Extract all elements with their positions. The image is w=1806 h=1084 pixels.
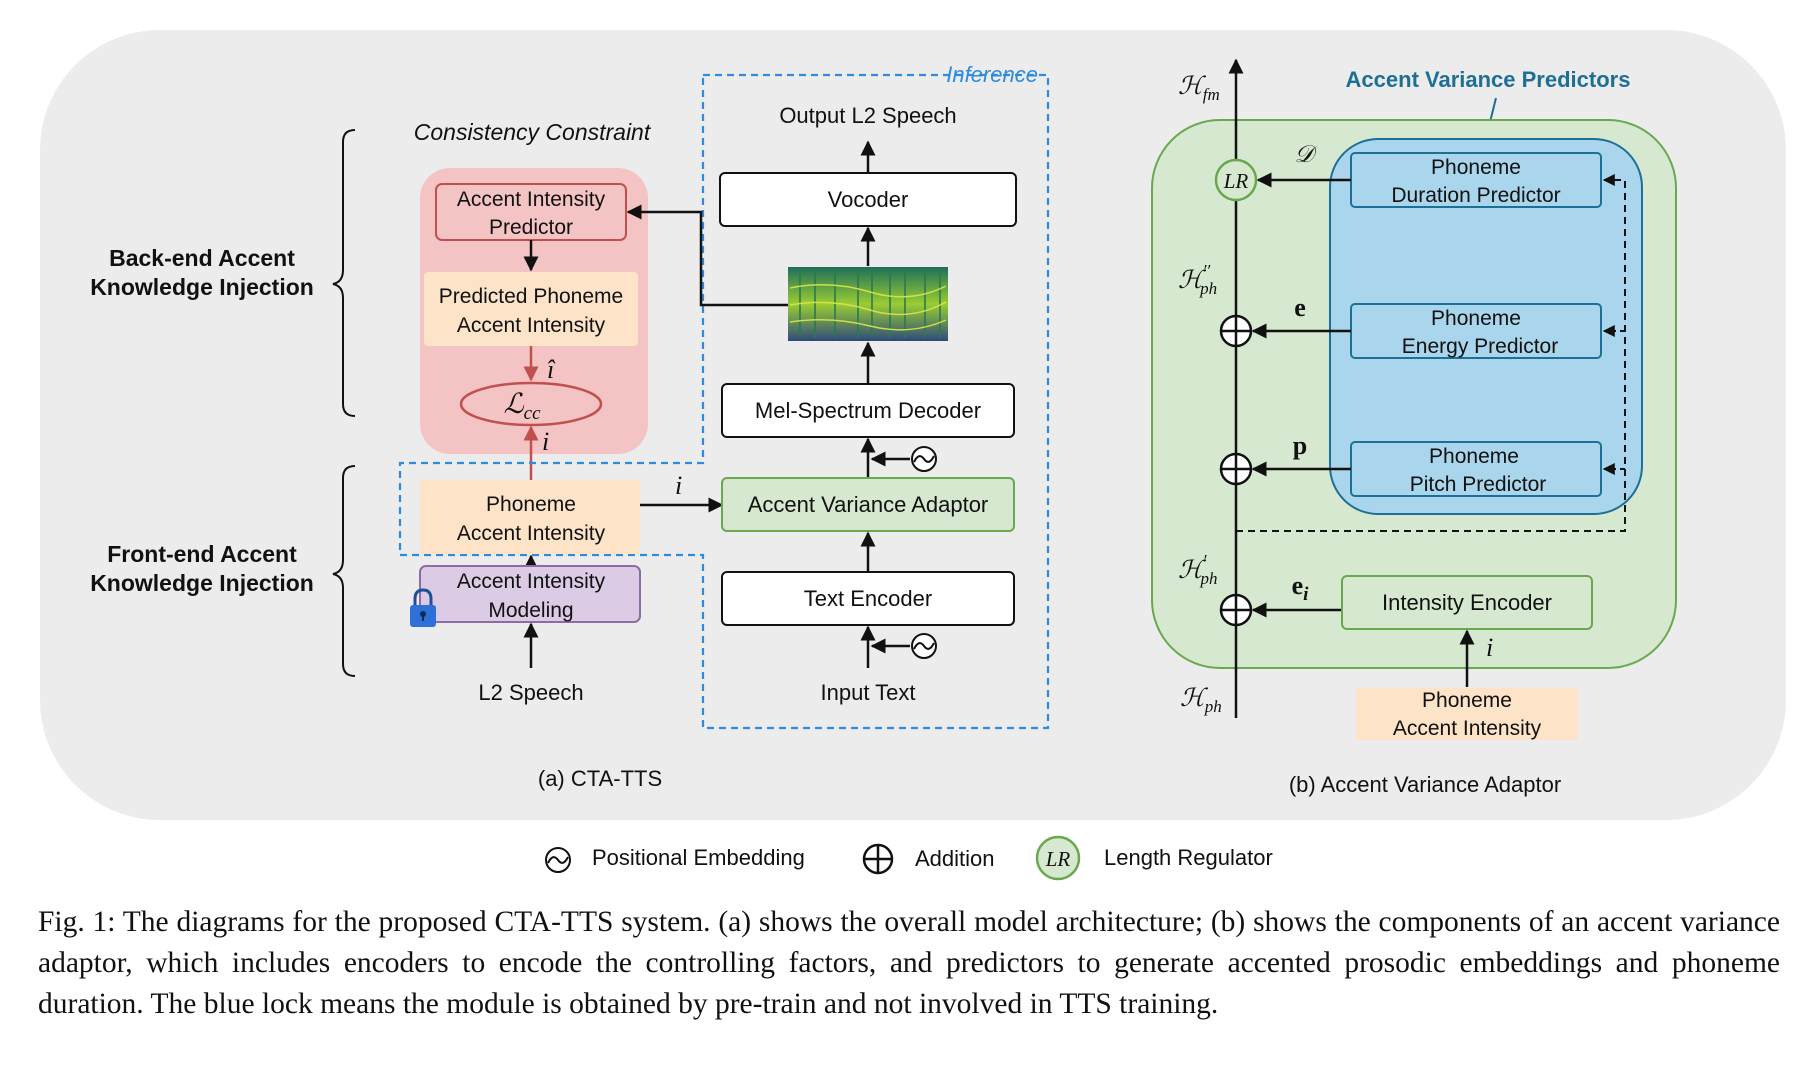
phoneme-accent-intensity-b-line2: Accent Intensity [1393, 717, 1542, 740]
p-symbol: p [1293, 431, 1307, 460]
accent-variance-adaptor-label: Accent Variance Adaptor [748, 492, 989, 517]
predicted-phoneme-accent-intensity-box [424, 272, 638, 346]
accent-intensity-modeling-line2: Modeling [488, 599, 573, 622]
phoneme-accent-intensity-line1: Phoneme [486, 493, 576, 516]
lock-icon [410, 588, 436, 627]
arrow-spectrogram-to-predictor [626, 204, 788, 307]
accent-intensity-modeling-box [419, 565, 641, 623]
h-ph-label: ℋph [1180, 685, 1222, 716]
accent-intensity-predictor-line1: Accent Intensity [457, 188, 606, 211]
vocoder-box [719, 172, 1017, 227]
h-ph-double-prime-label: ℋ′′ph [1178, 261, 1217, 298]
energy-predictor-line1: Phoneme [1431, 307, 1521, 330]
addition-node-pitch [1219, 452, 1253, 486]
front-end-label-line1: Front-end Accent [107, 541, 297, 567]
addition-node-energy [1219, 314, 1253, 348]
accent-variance-predictors-title: Accent Variance Predictors [1346, 67, 1631, 92]
duration-predictor-line2: Duration Predictor [1391, 184, 1560, 207]
panel-a-caption: (a) CTA-TTS [538, 766, 662, 791]
consistency-loss-ellipse [459, 381, 603, 427]
phoneme-accent-intensity-b-line1: Phoneme [1422, 689, 1512, 712]
addition-node-intensity [1219, 593, 1253, 627]
figure-caption: Fig. 1: The diagrams for the proposed CT… [38, 906, 1780, 1020]
i-label-adaptor: i [675, 471, 682, 500]
length-regulator-node: LR [1214, 158, 1258, 202]
legend-length-regulator-icon: LR [1035, 835, 1081, 881]
inference-region [398, 73, 1050, 730]
phoneme-accent-intensity-line2: Accent Intensity [457, 522, 606, 545]
mel-decoder-box [721, 383, 1015, 438]
back-end-label-line1: Back-end Accent [109, 245, 295, 271]
consistency-constraint-title: Consistency Constraint [414, 119, 652, 145]
accent-variance-adaptor-box [721, 477, 1015, 532]
intensity-encoder-box [1341, 575, 1593, 630]
inference-label: Inference [946, 62, 1038, 87]
text-encoder-label: Text Encoder [804, 586, 932, 611]
legend-length-regulator-label: Length Regulator [1104, 845, 1273, 870]
legend-addition-icon [862, 843, 894, 875]
duration-predictor-line1: Phoneme [1431, 156, 1521, 179]
output-l2-speech-label: Output L2 Speech [779, 103, 956, 128]
predicted-phoneme-line2: Accent Intensity [457, 314, 606, 337]
mel-spectrogram-image [788, 267, 948, 341]
h-fm-label: ℋfm [1178, 73, 1220, 104]
i-label-encoder: i [1486, 633, 1493, 662]
svg-text:LR: LR [1223, 169, 1249, 193]
pitch-predictor-line1: Phoneme [1429, 445, 1519, 468]
mel-decoder-label: Mel-Spectrum Decoder [755, 398, 981, 423]
accent-intensity-predictor-line2: Predictor [489, 216, 573, 239]
l2-speech-label: L2 Speech [478, 680, 583, 705]
ei-symbol: ei [1292, 571, 1310, 605]
vocoder-label: Vocoder [828, 187, 909, 212]
legend-positional-embedding-label: Positional Embedding [592, 845, 805, 870]
back-end-brace [332, 129, 356, 417]
front-end-brace [332, 465, 356, 677]
pitch-predictor-line2: Pitch Predictor [1410, 473, 1547, 496]
legend-positional-embedding-icon [545, 847, 571, 873]
text-encoder-box [721, 571, 1015, 626]
accent-intensity-modeling-line1: Accent Intensity [457, 570, 606, 593]
h-ph-prime-label: ℋ′ph [1178, 551, 1217, 588]
svg-text:LR: LR [1045, 847, 1071, 871]
panel-b-caption: (b) Accent Variance Adaptor [1289, 772, 1561, 797]
i-hat-label: î [547, 355, 556, 384]
e-symbol: e [1294, 293, 1306, 322]
intensity-encoder-label: Intensity Encoder [1382, 590, 1552, 615]
predicted-phoneme-line1: Predicted Phoneme [439, 285, 623, 308]
figure-diagram: Back-end Accent Knowledge Injection Fron… [40, 30, 1786, 881]
back-end-label-line2: Knowledge Injection [90, 274, 314, 300]
positional-embedding-icon [911, 633, 937, 659]
consistency-loss-symbol: ℒcc [503, 389, 541, 424]
phoneme-accent-intensity-box-b [1356, 688, 1578, 740]
energy-predictor-line2: Energy Predictor [1402, 335, 1558, 358]
phoneme-accent-intensity-box [420, 480, 640, 554]
positional-embedding-icon [911, 446, 937, 472]
front-end-label-line2: Knowledge Injection [90, 570, 314, 596]
i-label-loss: i [542, 427, 549, 456]
predictor-input-dashed-line [1236, 174, 1626, 532]
input-text-label: Input Text [821, 680, 916, 705]
legend-addition-label: Addition [915, 846, 995, 871]
